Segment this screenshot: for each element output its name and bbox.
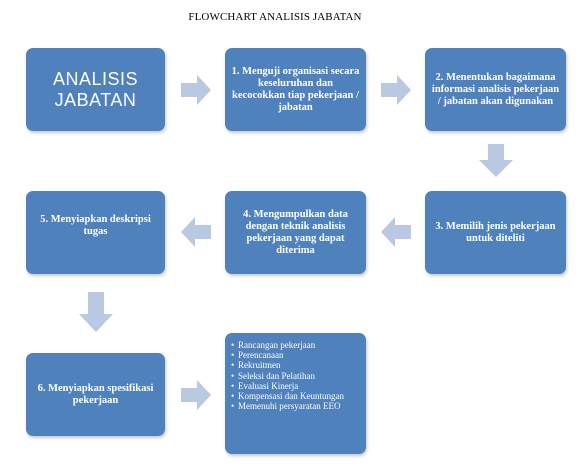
uses-item-rancangan: Rancangan pekerjaan [231,340,344,351]
box-step-5: 5. Menyiapkan deskripsi tugas [26,191,165,274]
box-step-3: 3. Memilih jenis pekerjaan untuk ditelit… [425,191,566,274]
arrow-right-icon [181,75,211,105]
uses-item-perencanaan: Perencanaan [231,351,344,361]
uses-item-evaluasi: Evaluasi Kinerja [231,381,344,392]
uses-item-kompensasi: Kompensasi dan Keuntungan [231,391,344,402]
box-step-5-label: 5. Menyiapkan deskripsi tugas [40,214,151,237]
arrow-right-icon [181,380,211,410]
arrow-left-icon [381,217,411,247]
arrow-right-icon [381,75,411,105]
flowchart-title: FLOWCHART ANALISIS JABATAN [188,11,362,23]
box-step-1-label: 1. Menguji organisasi secara keseluruhan… [231,65,360,113]
box-analisis-jabatan-label: ANALISIS JABATAN [52,68,139,110]
box-step-2: 2. Menentukan bagaimana informasi analis… [425,48,566,131]
arrow-down-icon [479,144,513,177]
box-step-4-label: 4. Mengumpulkan data dengan teknik anali… [243,208,348,256]
arrow-down-icon [79,292,113,332]
uses-item-seleksi: Seleksi dan Pelatihan [231,371,344,382]
box-step-3-label: 3. Memilih jenis pekerjaan untuk ditelit… [435,220,556,244]
box-step-6: 6. Menyiapkan spesifikasi pekerjaan [26,353,165,436]
uses-list: Rancangan pekerjaan Perencanaan Rekruitm… [225,333,344,412]
box-analisis-jabatan: ANALISIS JABATAN [26,48,165,131]
uses-item-rekruitmen: Rekruitmen [231,361,344,371]
box-step-4: 4. Mengumpulkan data dengan teknik anali… [225,191,366,274]
uses-item-eeo: Memenuhi persyaratan EEO [231,402,344,412]
arrow-left-icon [181,217,211,247]
box-step-2-label: 2. Menentukan bagaimana informasi analis… [431,71,560,107]
box-step-1: 1. Menguji organisasi secara keseluruhan… [225,48,366,131]
box-step-6-label: 6. Menyiapkan spesifikasi pekerjaan [37,382,154,406]
box-uses-list: Rancangan pekerjaan Perencanaan Rekruitm… [225,333,366,454]
